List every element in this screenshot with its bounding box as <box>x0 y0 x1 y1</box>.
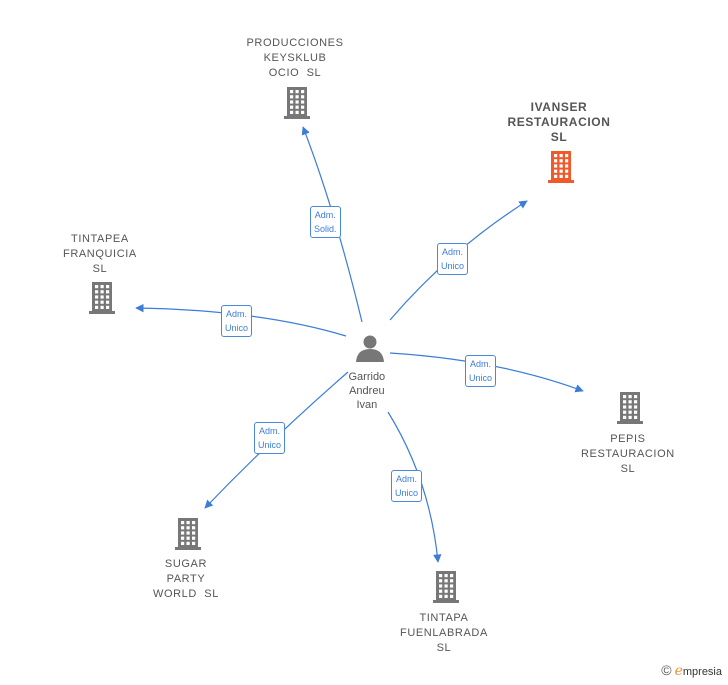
brand-initial: e <box>674 663 683 679</box>
building-icon-ivanser[interactable] <box>548 151 574 183</box>
building-icon-tintapea[interactable] <box>89 282 115 314</box>
building-icon-sugar[interactable] <box>175 518 201 550</box>
person-name[interactable]: Garrido Andreu Ivan <box>348 371 386 411</box>
building-icon-pepis[interactable] <box>617 392 643 424</box>
company-label-producciones[interactable]: PRODUCCIONES KEYSKLUB OCIO SL <box>246 37 344 79</box>
company-label-pepis[interactable]: PEPIS RESTAURACION SL <box>581 433 675 475</box>
edge-label-pepis: Adm. Unico <box>465 355 497 387</box>
person-icon[interactable] <box>356 335 384 363</box>
building-icon-producciones[interactable] <box>284 87 310 119</box>
company-label-fuenlabrada[interactable]: TINTAPA FUENLABRADA SL <box>400 612 488 654</box>
edge-label-fuenlabrada: Adm. Unico <box>391 470 423 502</box>
company-label-sugar[interactable]: SUGAR PARTY WORLD SL <box>153 558 219 600</box>
company-label-tintapea[interactable]: TINTAPEA FRANQUICIA SL <box>63 233 137 275</box>
edge-label-ivanser: Adm. Unico <box>437 243 469 275</box>
empresia-logo: © empresia <box>661 662 722 679</box>
copyright-symbol: © <box>661 662 672 678</box>
brand-name: mpresia <box>682 666 722 678</box>
edge-label-sugar: Adm. Unico <box>254 422 286 454</box>
edge-label-tintapea: Adm. Unico <box>221 305 253 337</box>
edge-label-producciones: Adm. Solid. <box>310 206 341 238</box>
building-icon-fuenlabrada[interactable] <box>433 571 459 603</box>
company-label-ivanser[interactable]: IVANSER RESTAURACION SL <box>507 100 611 144</box>
